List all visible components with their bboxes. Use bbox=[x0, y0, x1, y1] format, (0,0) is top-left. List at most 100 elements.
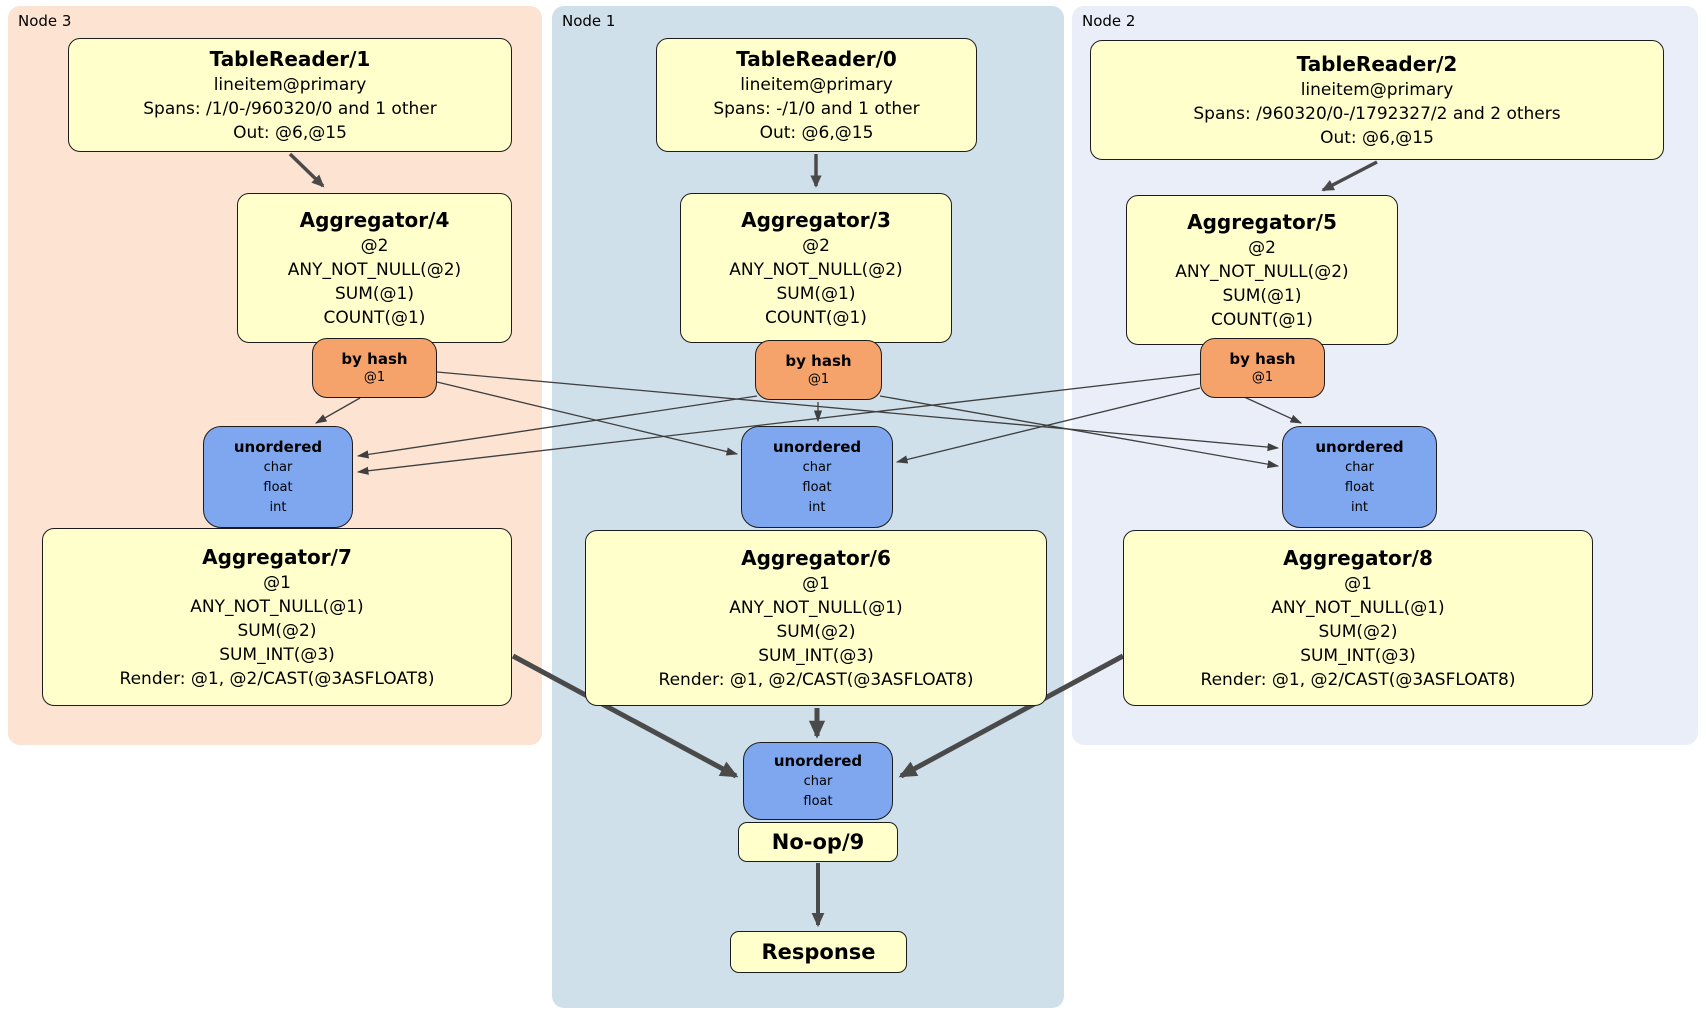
aggregator-4-line: SUM(@1) bbox=[335, 283, 414, 304]
aggregator-8-render: Render: @1, @2/CAST(@3ASFLOAT8) bbox=[1200, 669, 1516, 690]
unordered-sync-node2: unordered char float int bbox=[1282, 426, 1437, 528]
aggregator-6-line: SUM_INT(@3) bbox=[758, 645, 874, 666]
hash-router-node3-title: by hash bbox=[341, 350, 408, 368]
hash-router-node1-title: by hash bbox=[785, 352, 852, 370]
unordered-sync-final-title: unordered bbox=[773, 751, 863, 770]
aggregator-5-line: @2 bbox=[1248, 237, 1276, 258]
aggregator-6-line: SUM(@2) bbox=[776, 621, 856, 642]
edge-hash4-sync-node2 bbox=[436, 371, 1280, 452]
aggregator-7-title: Aggregator/7 bbox=[202, 544, 352, 569]
hash-router-node3: by hash @1 bbox=[312, 338, 437, 398]
sync-stream: char bbox=[803, 773, 833, 789]
sync-stream: float bbox=[803, 793, 833, 809]
table-reader-0-index: lineitem@primary bbox=[740, 74, 893, 95]
edge-hash5-sync-node2 bbox=[1241, 395, 1303, 424]
hash-router-node2-key: @1 bbox=[1251, 370, 1274, 385]
hash-router-node1: by hash @1 bbox=[755, 340, 882, 400]
edge-hash4-sync-node1 bbox=[436, 381, 739, 456]
aggregator-6-line: @1 bbox=[802, 573, 830, 594]
sync-stream: int bbox=[269, 499, 287, 515]
table-reader-1-spans: Spans: /1/0-/960320/0 and 1 other bbox=[143, 98, 437, 119]
sync-stream: float bbox=[1344, 479, 1375, 495]
aggregator-6-title: Aggregator/6 bbox=[741, 545, 891, 570]
table-reader-1-box: TableReader/1 lineitem@primary Spans: /1… bbox=[68, 38, 512, 152]
aggregator-4-line: @2 bbox=[360, 235, 389, 256]
edge-hash5-sync-node1 bbox=[895, 387, 1201, 464]
aggregator-3-line: ANY_NOT_NULL(@2) bbox=[729, 259, 903, 280]
unordered-sync-node1: unordered char float int bbox=[741, 426, 893, 528]
aggregator-7-render: Render: @1, @2/CAST(@3ASFLOAT8) bbox=[119, 668, 435, 689]
table-reader-2-index: lineitem@primary bbox=[1300, 79, 1454, 100]
unordered-sync-node3-title: unordered bbox=[233, 437, 323, 456]
edge-hash3-sync-node2 bbox=[879, 395, 1280, 469]
aggregator-4-line: ANY_NOT_NULL(@2) bbox=[287, 259, 462, 280]
sync-stream: int bbox=[808, 499, 826, 515]
aggregator-8-line: ANY_NOT_NULL(@1) bbox=[1271, 597, 1445, 618]
noop-9-box: No-op/9 bbox=[738, 822, 898, 862]
aggregator-8-line: SUM_INT(@3) bbox=[1300, 645, 1416, 666]
table-reader-2-out: Out: @6,@15 bbox=[1320, 127, 1434, 148]
aggregator-8-line: @1 bbox=[1344, 573, 1372, 594]
sync-stream: char bbox=[1345, 459, 1374, 475]
unordered-sync-node1-title: unordered bbox=[772, 437, 862, 456]
hash-router-node2: by hash @1 bbox=[1200, 338, 1325, 398]
aggregator-6-render: Render: @1, @2/CAST(@3ASFLOAT8) bbox=[658, 669, 974, 690]
sync-stream: char bbox=[802, 459, 832, 475]
edge-aggregator7-final-sync bbox=[511, 653, 739, 779]
table-reader-2-box: TableReader/2 lineitem@primary Spans: /9… bbox=[1090, 40, 1664, 160]
node1-label: Node 1 bbox=[562, 12, 616, 30]
hash-router-node1-key: @1 bbox=[807, 372, 830, 387]
aggregator-7-box: Aggregator/7 @1 ANY_NOT_NULL(@1) SUM(@2)… bbox=[42, 528, 512, 706]
aggregator-7-line: SUM(@2) bbox=[237, 620, 317, 641]
aggregator-6-box: Aggregator/6 @1 ANY_NOT_NULL(@1) SUM(@2)… bbox=[585, 530, 1047, 706]
edge-hash5-sync-node3 bbox=[356, 373, 1201, 475]
table-reader-1-out: Out: @6,@15 bbox=[233, 122, 347, 143]
aggregator-3-line: @2 bbox=[802, 235, 830, 256]
node3-label: Node 3 bbox=[18, 12, 72, 30]
sync-stream: float bbox=[802, 479, 832, 495]
response-box: Response bbox=[730, 931, 907, 973]
aggregator-3-title: Aggregator/3 bbox=[741, 207, 891, 232]
sync-stream: float bbox=[263, 479, 293, 495]
sync-stream: char bbox=[263, 459, 293, 475]
table-reader-0-title: TableReader/0 bbox=[736, 46, 897, 71]
aggregator-3-box: Aggregator/3 @2 ANY_NOT_NULL(@2) SUM(@1)… bbox=[680, 193, 952, 343]
aggregator-3-line: SUM(@1) bbox=[776, 283, 856, 304]
aggregator-7-line: ANY_NOT_NULL(@1) bbox=[190, 596, 364, 617]
edge-hash4-sync-node3 bbox=[314, 397, 361, 424]
edge-tablereader1-aggregator4 bbox=[288, 152, 325, 188]
noop-9-title: No-op/9 bbox=[771, 829, 865, 854]
unordered-sync-node2-title: unordered bbox=[1315, 437, 1404, 456]
table-reader-0-out: Out: @6,@15 bbox=[759, 122, 874, 143]
aggregator-5-line: SUM(@1) bbox=[1222, 285, 1302, 306]
aggregator-8-title: Aggregator/8 bbox=[1283, 545, 1433, 570]
table-reader-2-spans: Spans: /960320/0-/1792327/2 and 2 others bbox=[1193, 103, 1561, 124]
table-reader-0-spans: Spans: -/1/0 and 1 other bbox=[713, 98, 920, 119]
aggregator-8-box: Aggregator/8 @1 ANY_NOT_NULL(@1) SUM(@2)… bbox=[1123, 530, 1593, 706]
edge-aggregator8-final-sync bbox=[898, 653, 1125, 779]
aggregator-5-line: ANY_NOT_NULL(@2) bbox=[1175, 261, 1349, 282]
sync-stream: int bbox=[1351, 499, 1368, 515]
edge-hash3-sync-node3 bbox=[356, 395, 758, 459]
unordered-sync-node3: unordered char float int bbox=[203, 426, 353, 528]
aggregator-6-line: ANY_NOT_NULL(@1) bbox=[729, 597, 903, 618]
aggregator-8-line: SUM(@2) bbox=[1318, 621, 1398, 642]
table-reader-0-box: TableReader/0 lineitem@primary Spans: -/… bbox=[656, 38, 977, 152]
edge-tablereader2-aggregator5 bbox=[1321, 160, 1378, 192]
aggregator-4-title: Aggregator/4 bbox=[299, 207, 450, 232]
node2-label: Node 2 bbox=[1082, 12, 1136, 30]
aggregator-4-box: Aggregator/4 @2 ANY_NOT_NULL(@2) SUM(@1)… bbox=[237, 193, 512, 343]
table-reader-1-title: TableReader/1 bbox=[209, 46, 371, 71]
aggregator-5-box: Aggregator/5 @2 ANY_NOT_NULL(@2) SUM(@1)… bbox=[1126, 195, 1398, 345]
aggregator-3-line: COUNT(@1) bbox=[765, 307, 867, 328]
aggregator-7-line: @1 bbox=[263, 572, 291, 593]
aggregator-5-line: COUNT(@1) bbox=[1211, 309, 1313, 330]
hash-router-node2-title: by hash bbox=[1229, 350, 1296, 368]
hash-router-node3-key: @1 bbox=[363, 370, 386, 385]
table-reader-2-title: TableReader/2 bbox=[1296, 51, 1458, 76]
aggregator-4-line: COUNT(@1) bbox=[323, 307, 426, 328]
table-reader-1-index: lineitem@primary bbox=[213, 74, 367, 95]
aggregator-7-line: SUM_INT(@3) bbox=[219, 644, 335, 665]
